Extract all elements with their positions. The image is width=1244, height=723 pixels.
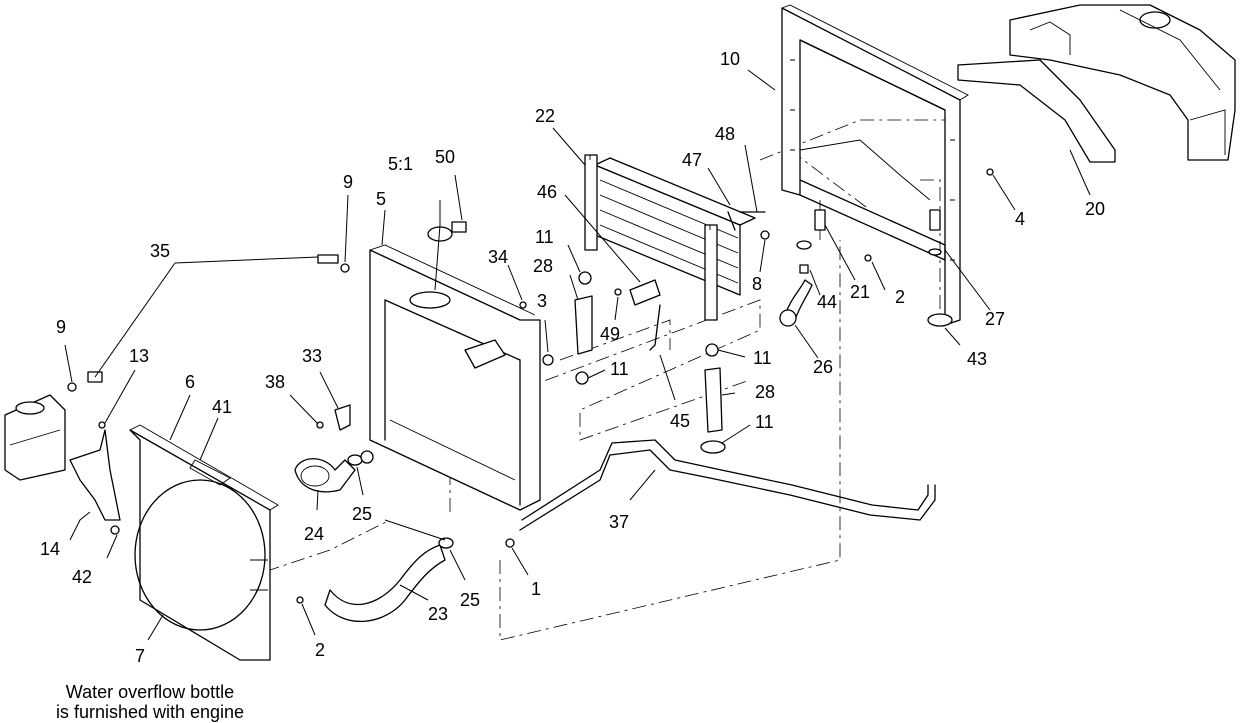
callout-25-right: 25 (460, 590, 480, 610)
callout-20: 20 (1085, 199, 1105, 219)
callout-46: 46 (537, 182, 557, 202)
callout-38: 38 (265, 372, 285, 392)
callout-4: 4 (1015, 209, 1025, 229)
hose-26 (779, 279, 813, 327)
engine-note: Water overflow bottle is furnished with … (0, 682, 300, 722)
note-line-1: Water overflow bottle (65, 682, 235, 702)
overflow-bottle (4, 394, 66, 481)
callout-11-upper: 11 (535, 227, 554, 247)
callout-9-lower: 9 (56, 317, 66, 337)
hose-elbow (294, 458, 356, 493)
callout-9-upper: 9 (343, 172, 353, 192)
callout-24: 24 (304, 524, 324, 544)
callout-2-left: 2 (315, 640, 325, 660)
callout-34: 34 (488, 247, 508, 267)
callout-47: 47 (682, 150, 702, 170)
note-line-2: is furnished with engine (55, 702, 245, 722)
callout-3: 3 (537, 291, 547, 311)
callout-11-mid-right: 11 (753, 348, 772, 368)
leader-lines (64, 69, 1091, 641)
callout-21: 21 (850, 282, 870, 302)
callout-8: 8 (752, 274, 762, 294)
callout-23: 23 (428, 604, 448, 624)
callout-42: 42 (72, 567, 92, 587)
callout-28-upper: 28 (533, 256, 553, 276)
callout-48-label: 48 (715, 124, 735, 144)
callout-13: 13 (129, 346, 149, 366)
callout-41: 41 (212, 397, 232, 417)
oil-cooler (584, 154, 756, 321)
part-callouts: 10 20 4 27 43 2 21 44 26 8 1 48 47 46 22… (40, 49, 1105, 666)
callout-44: 44 (817, 292, 837, 312)
radiator (369, 244, 554, 511)
overflow-bracket (69, 429, 121, 521)
chassis-bracket (957, 4, 1236, 163)
callout-49: 49 (600, 324, 620, 344)
callout-26: 26 (813, 357, 833, 377)
callout-22: 22 (535, 106, 555, 126)
callout-50: 50 (435, 147, 455, 167)
callout-14: 14 (40, 539, 60, 559)
coolant-tube (519, 439, 936, 531)
callout-2-right: 2 (895, 287, 905, 307)
callout-43: 43 (967, 349, 987, 369)
callout-11-mid-left: 11 (610, 359, 629, 379)
callout-27: 27 (985, 309, 1005, 329)
hose-lower (704, 367, 723, 433)
callout-33: 33 (302, 346, 322, 366)
callout-25-left: 25 (352, 504, 372, 524)
callout-5-1: 5:1 (388, 154, 413, 174)
shroud-frame (781, 4, 969, 326)
hose-upper (574, 295, 593, 355)
callout-35: 35 (150, 241, 170, 261)
callout-10: 10 (720, 49, 740, 69)
alignment-lines (239, 119, 950, 641)
fan-shroud (129, 424, 279, 661)
callout-7: 7 (135, 646, 145, 666)
lower-hose (324, 544, 446, 623)
callout-5: 5 (376, 189, 386, 209)
callout-37: 37 (609, 512, 629, 532)
callout-6: 6 (185, 372, 195, 392)
callout-1: 1 (531, 579, 541, 599)
callout-28-lower: 28 (755, 382, 775, 402)
callout-11-lower: 11 (755, 412, 774, 432)
callout-45: 45 (670, 411, 690, 431)
